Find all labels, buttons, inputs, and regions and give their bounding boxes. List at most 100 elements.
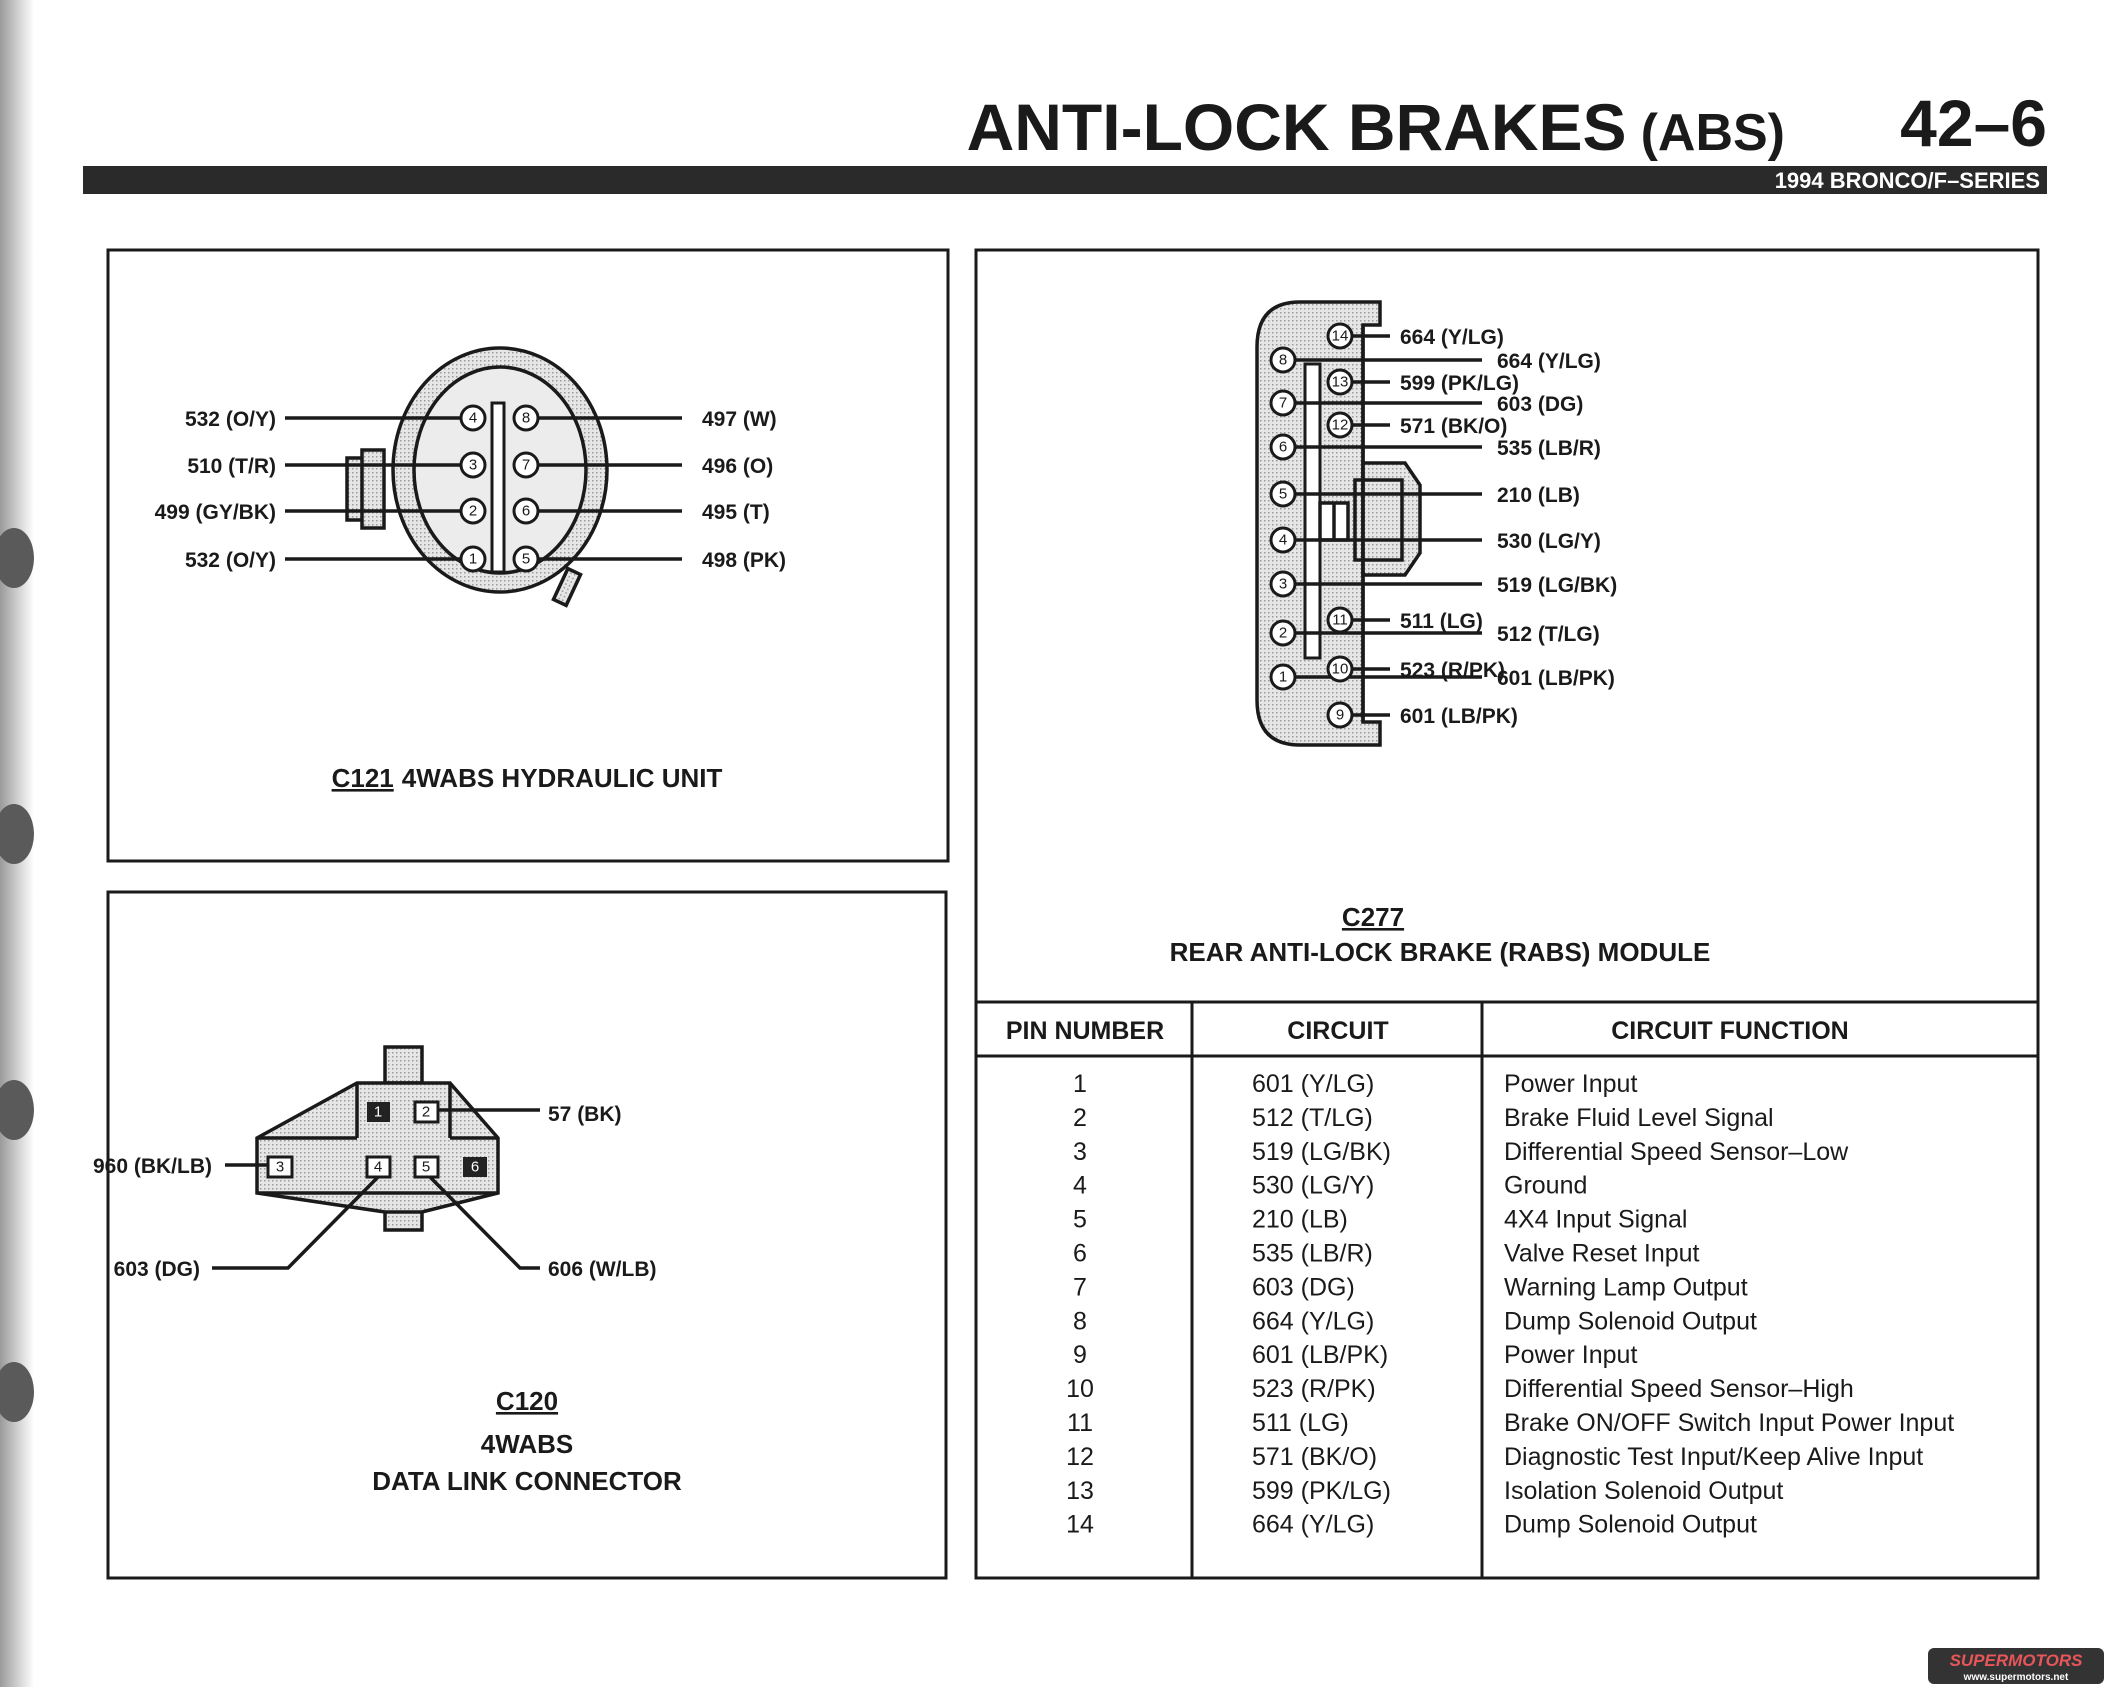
wire-label: 601 (LB/PK) (1400, 705, 1518, 728)
circuit-cell: 601 (Y/LG) (1252, 1070, 1374, 1098)
pin-number: 6 (471, 1159, 479, 1176)
wire-label: 603 (DG) (114, 1258, 200, 1281)
circuit-cell: 512 (T/LG) (1252, 1104, 1373, 1132)
function-cell: Dump Solenoid Output (1504, 1307, 1757, 1335)
wire-label: 496 (O) (702, 455, 773, 478)
c277-name: REAR ANTI-LOCK BRAKE (RABS) MODULE (1170, 937, 1711, 967)
pin-number: 1 (374, 1104, 382, 1121)
page-header: ANTI-LOCK BRAKES(ABS) 42–6 1994 BRONCO/F… (83, 86, 2047, 194)
wire-label: 498 (PK) (702, 549, 786, 572)
table-row: 12 571 (BK/O) Diagnostic Test Input/Keep A… (1066, 1443, 1923, 1471)
pin-number: 10 (1332, 661, 1349, 678)
pin-number: 6 (1279, 439, 1287, 456)
c120-name-line2: DATA LINK CONNECTOR (372, 1466, 682, 1496)
pin-number: 4 (374, 1159, 382, 1176)
pin-number: 8 (522, 410, 530, 427)
circuit-cell: 603 (DG) (1252, 1273, 1355, 1301)
wire-label: 530 (LG/Y) (1497, 530, 1601, 553)
c120-connector-drawing: 1 2 3 4 5 6 (212, 1045, 540, 1270)
function-cell: Valve Reset Input (1504, 1240, 1700, 1268)
pin-circle (1326, 322, 1354, 350)
circuit-cell: 511 (LG) (1252, 1409, 1349, 1437)
pin-number: 14 (1332, 328, 1349, 345)
pin-number: 5 (522, 551, 530, 568)
pin-circle (1269, 389, 1297, 417)
page-title: ANTI-LOCK BRAKES(ABS) (967, 90, 1785, 164)
pin-number-cell: 11 (1067, 1409, 1093, 1437)
pin-number-cell: 4 (1073, 1172, 1087, 1200)
pin-number-cell: 12 (1066, 1443, 1094, 1471)
page-number: 42–6 (1900, 86, 2047, 160)
function-cell: Power Input (1504, 1341, 1637, 1369)
pin-number: 4 (469, 410, 477, 427)
pin-number: 13 (1332, 374, 1349, 391)
wire-label: 960 (BK/LB) (93, 1155, 212, 1178)
wire-label: 523 (R/PK) (1400, 659, 1505, 682)
pin-number: 1 (1279, 669, 1287, 686)
wire-label: 664 (Y/LG) (1497, 350, 1601, 373)
function-cell: Dump Solenoid Output (1504, 1511, 1757, 1539)
c120-id: C120 (496, 1386, 558, 1416)
table-header-circuit: CIRCUIT (1287, 1017, 1388, 1045)
pin-number: 7 (1279, 395, 1287, 412)
circuit-cell: 523 (R/PK) (1252, 1375, 1376, 1403)
circuit-cell: 535 (LB/R) (1252, 1240, 1373, 1268)
pin-circle (1269, 570, 1297, 598)
c120-labels: 57 (BK) 960 (BK/LB) 603 (DG) 606 (W/LB) (93, 1103, 657, 1281)
c120-name-line1: 4WABS (481, 1429, 573, 1459)
circuit-cell: 599 (PK/LG) (1252, 1477, 1391, 1505)
function-cell: 4X4 Input Signal (1504, 1206, 1687, 1234)
wire-label: 210 (LB) (1497, 484, 1580, 507)
function-cell: Ground (1504, 1172, 1587, 1200)
c120-panel (106, 890, 948, 1580)
binder-holes (0, 528, 34, 1422)
wire-label: 532 (O/Y) (185, 549, 276, 572)
pin-number: 2 (1279, 625, 1287, 642)
pin-number: 5 (422, 1159, 430, 1176)
pin-number: 1 (469, 551, 477, 568)
table-header-pin: PIN NUMBER (1006, 1017, 1164, 1045)
pin-number-cell: 10 (1066, 1375, 1094, 1403)
pin-number: 3 (469, 457, 477, 474)
pin-circle (1269, 663, 1297, 691)
circuit-cell: 664 (Y/LG) (1252, 1511, 1374, 1539)
wire-label: 495 (T) (702, 501, 770, 524)
pin-number-cell: 8 (1073, 1307, 1087, 1335)
circuit-cell: 601 (LB/PK) (1252, 1341, 1388, 1369)
function-cell: Differential Speed Sensor–Low (1504, 1138, 1849, 1166)
c121-panel (106, 248, 950, 863)
header-bar (83, 166, 2047, 194)
wire-label: 497 (W) (702, 408, 777, 431)
pin-circle (1269, 526, 1297, 554)
pin-number: 7 (522, 457, 530, 474)
c121-connector-drawing: 4 3 2 1 8 7 6 5 (285, 346, 682, 608)
function-cell: Warning Lamp Output (1504, 1273, 1748, 1301)
wire-label: 603 (DG) (1497, 393, 1583, 416)
c277-panel (974, 248, 2040, 1580)
wire-label: 519 (LG/BK) (1497, 574, 1617, 597)
watermark-url: www.supermotors.net (1963, 1672, 2069, 1683)
wire-label: 599 (PK/LG) (1400, 372, 1519, 395)
circuit-cell: 571 (BK/O) (1252, 1443, 1377, 1471)
function-cell: Power Input (1504, 1070, 1637, 1098)
wire-label: 511 (LG) (1400, 610, 1483, 633)
pin-number: 4 (1279, 532, 1287, 549)
wire-label: 512 (T/LG) (1497, 623, 1600, 646)
c277-labels: 601 (LB/PK) 512 (T/LG) 519 (LG/BK) 530 (LG/… (1400, 326, 1617, 728)
pin-number: 5 (1279, 486, 1287, 503)
function-cell: Diagnostic Test Input/Keep Alive Input (1504, 1443, 1923, 1471)
pin-number: 11 (1332, 612, 1348, 629)
